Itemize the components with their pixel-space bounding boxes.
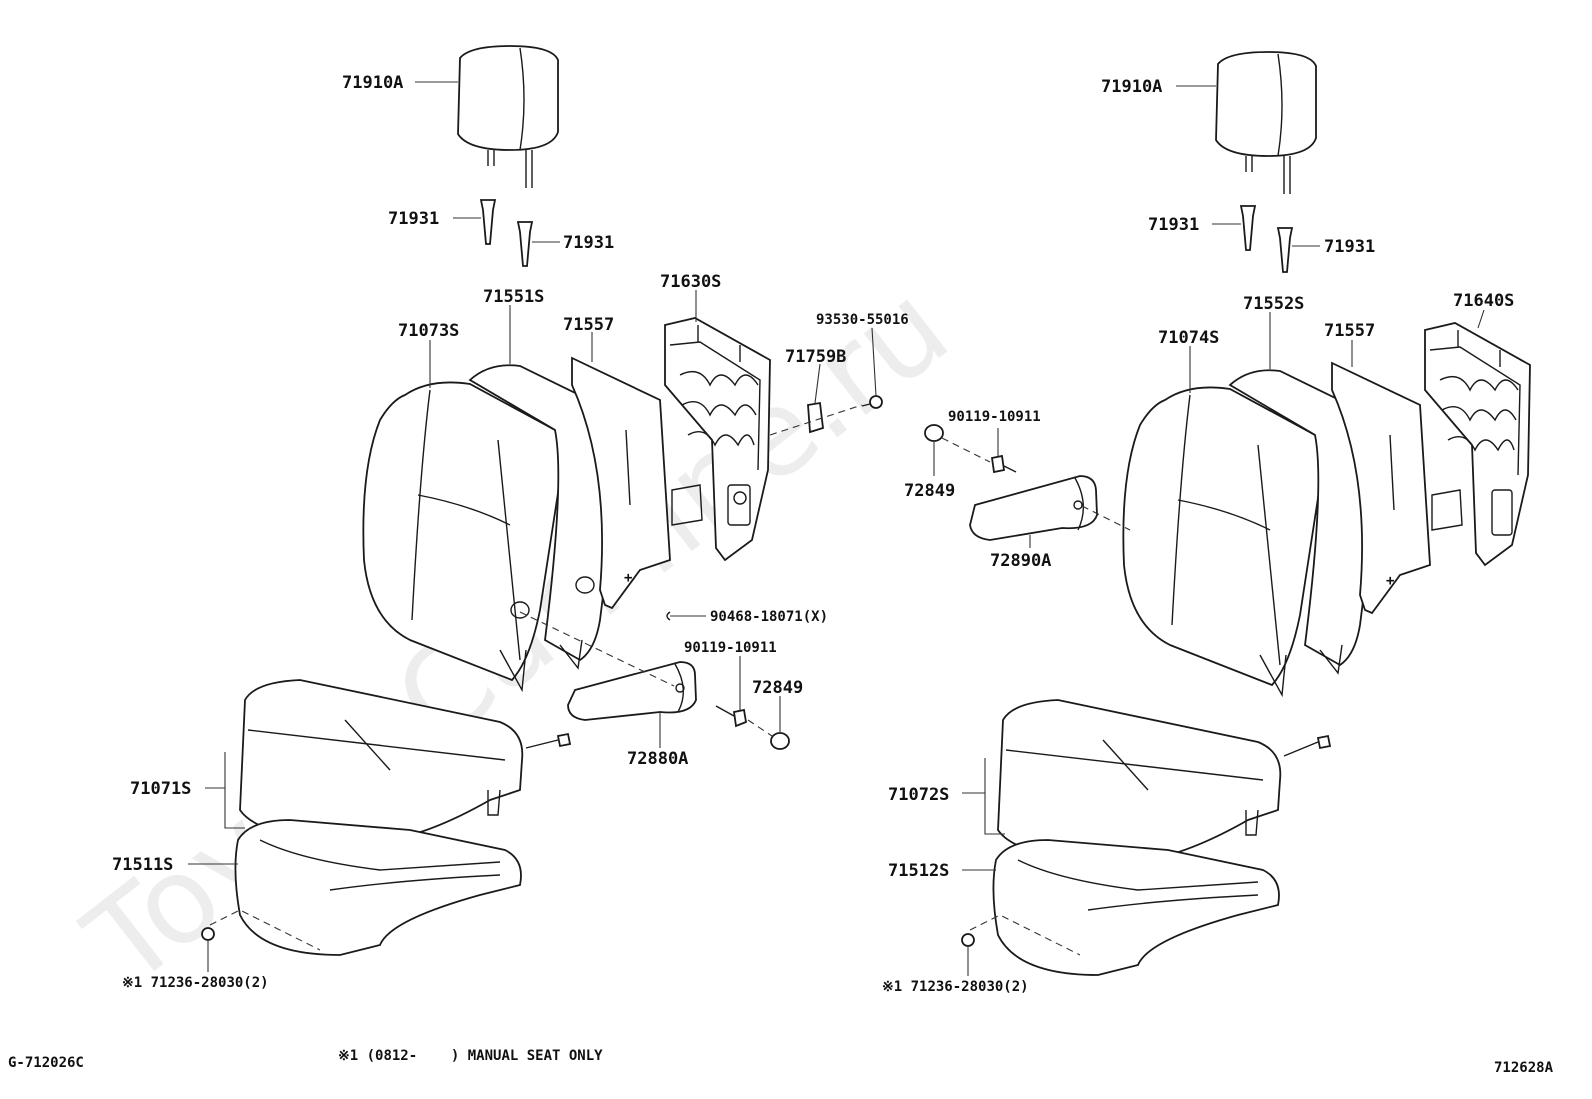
label-left-cap[interactable]: 72849	[752, 678, 803, 698]
label-left-guide-1[interactable]: 71931	[388, 209, 439, 229]
right-back-frame-part[interactable]	[1424, 322, 1531, 567]
left-guide-1[interactable]	[479, 199, 497, 245]
label-right-back-cover[interactable]: 71074S	[1158, 328, 1219, 348]
footer: G-712026C ※1 (0812- ) MANUAL SEAT ONLY 7…	[8, 1048, 1554, 1076]
label-left-screw[interactable]: 93530-55016	[816, 312, 909, 328]
label-right-back-pad[interactable]: 71552S	[1243, 294, 1304, 314]
label-left-back-board[interactable]: 71557	[563, 315, 614, 335]
left-cushion-pad-part[interactable]	[234, 819, 522, 956]
footer-right-code: 712628A	[1494, 1060, 1554, 1076]
right-back-board-part[interactable]: +	[1331, 361, 1431, 615]
label-left-back-cover[interactable]: 71073S	[398, 321, 459, 341]
footer-left-code: G-712026C	[8, 1055, 84, 1071]
left-back-pad-part[interactable]	[468, 364, 623, 670]
label-right-note-part[interactable]: ※1 71236-28030(2)	[882, 979, 1029, 995]
label-left-back-pad[interactable]: 71551S	[483, 287, 544, 307]
left-back-board-part[interactable]: +	[571, 356, 671, 610]
right-back-cover-part[interactable]	[1122, 386, 1325, 698]
left-seat-assembly: +	[201, 45, 883, 956]
label-right-back-board[interactable]: 71557	[1324, 321, 1375, 341]
label-left-cushion-cover[interactable]: 71071S	[130, 779, 191, 799]
label-right-cushion-cover[interactable]: 71072S	[888, 785, 949, 805]
label-right-cushion-pad[interactable]: 71512S	[888, 861, 949, 881]
left-cap-part[interactable]	[770, 732, 790, 750]
left-bolt-part[interactable]	[715, 705, 748, 728]
right-nut-part[interactable]	[961, 933, 975, 947]
svg-text:+: +	[624, 570, 632, 586]
left-cushion-bolt[interactable]	[525, 732, 572, 749]
label-right-guide-2[interactable]: 71931	[1324, 237, 1375, 257]
right-cushion-pad-part[interactable]	[992, 839, 1280, 976]
label-left-back-frame[interactable]: 71630S	[660, 272, 721, 292]
label-left-cushion-pad[interactable]: 71511S	[112, 855, 173, 875]
right-seat-assembly: +	[924, 51, 1531, 976]
right-headrest-part[interactable]	[1215, 51, 1317, 194]
right-guide-1[interactable]	[1239, 205, 1257, 251]
left-clip-part[interactable]	[807, 401, 824, 434]
left-headrest-part[interactable]	[457, 45, 559, 188]
right-cap-part[interactable]	[924, 424, 944, 442]
footer-note: ※1 (0812- ) MANUAL SEAT ONLY	[338, 1048, 603, 1064]
label-left-note-part[interactable]: ※1 71236-28030(2)	[122, 975, 269, 991]
right-cushion-bolt[interactable]	[1283, 734, 1332, 757]
left-back-frame-part[interactable]	[664, 317, 771, 562]
svg-text:+: +	[1386, 573, 1394, 589]
left-armrest-part[interactable]	[567, 661, 697, 721]
part-labels: 71910A 71931 71931 71073S 71551S 71557 7…	[112, 73, 1514, 995]
right-armrest-part[interactable]	[969, 475, 1098, 541]
label-left-bolt[interactable]: 90119-10911	[684, 640, 777, 656]
right-bolt-part[interactable]	[990, 454, 1017, 474]
left-nut-part[interactable]	[201, 927, 215, 941]
right-back-pad-part[interactable]	[1228, 369, 1383, 675]
label-right-armrest[interactable]: 72890A	[990, 551, 1051, 571]
right-guide-2[interactable]	[1276, 227, 1294, 273]
label-right-back-frame[interactable]: 71640S	[1453, 291, 1514, 311]
left-guide-2[interactable]	[516, 221, 534, 267]
label-right-guide-1[interactable]: 71931	[1148, 215, 1199, 235]
label-left-clip-90468[interactable]: 90468-18071(X)	[710, 609, 828, 625]
right-cushion-cover-part[interactable]	[997, 699, 1282, 863]
leader-lines	[188, 81, 1485, 976]
label-left-guide-2[interactable]: 71931	[563, 233, 614, 253]
label-right-cap[interactable]: 72849	[904, 481, 955, 501]
left-clip-90468[interactable]	[666, 611, 671, 621]
label-right-bolt[interactable]: 90119-10911	[948, 409, 1041, 425]
label-right-headrest[interactable]: 71910A	[1101, 77, 1162, 97]
label-left-clip[interactable]: 71759B	[785, 347, 846, 367]
label-left-headrest[interactable]: 71910A	[342, 73, 403, 93]
label-left-armrest[interactable]: 72880A	[627, 749, 688, 769]
